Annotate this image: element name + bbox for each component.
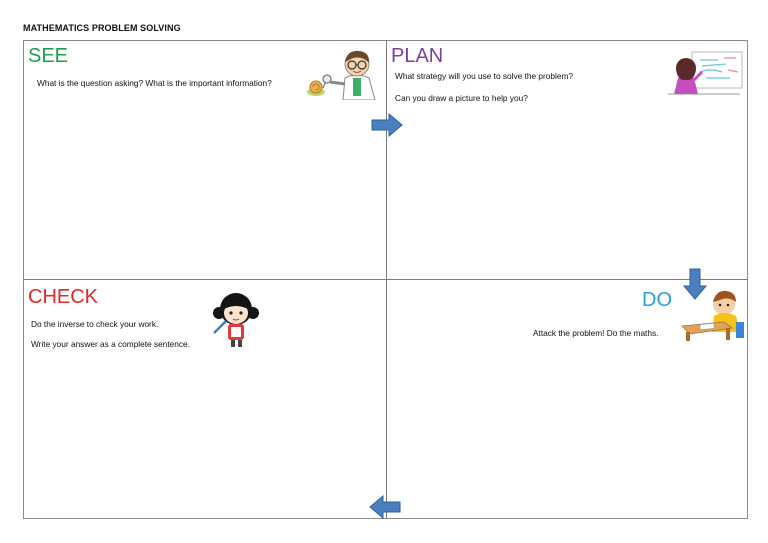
girl-at-whiteboard-icon xyxy=(668,51,743,95)
boy-writing-at-desk-icon xyxy=(681,290,744,341)
grid-horizontal-divider xyxy=(23,279,748,280)
plan-heading: PLAN xyxy=(391,45,444,67)
check-inverse-text: Do the inverse to check your work. xyxy=(31,319,159,329)
arrow-right-icon xyxy=(371,113,403,137)
arrow-down-icon xyxy=(683,268,707,300)
girl-with-pencil-icon xyxy=(213,293,259,347)
document-title: MATHEMATICS PROBLEM SOLVING xyxy=(23,23,181,33)
plan-strategy-text: What strategy will you use to solve the … xyxy=(395,71,574,81)
check-heading: CHECK xyxy=(28,286,99,308)
check-sentence-text: Write your answer as a complete sentence… xyxy=(31,339,190,349)
do-attack-text: Attack the problem! Do the maths. xyxy=(533,328,659,338)
do-heading: DO xyxy=(642,289,672,311)
see-heading: SEE xyxy=(28,45,69,67)
see-question-text: What is the question asking? What is the… xyxy=(37,78,272,88)
scientist-with-snail-icon xyxy=(307,50,376,100)
arrow-left-icon xyxy=(369,495,401,519)
plan-picture-text: Can you draw a picture to help you? xyxy=(395,93,528,103)
